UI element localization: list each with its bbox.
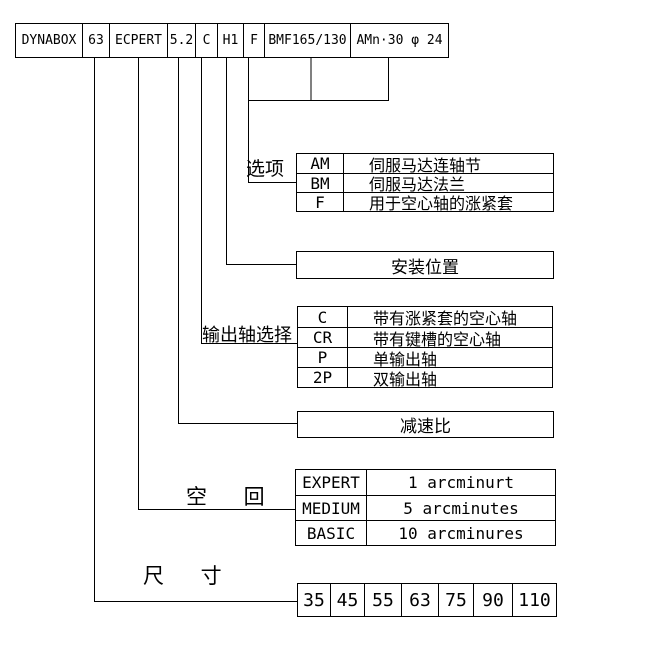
shaft-desc: 单输出轴 — [373, 349, 438, 369]
connector-backlash-horizontal — [138, 509, 295, 510]
code-part-option-bm: BMF165/130 — [264, 23, 351, 58]
backlash-table: EXPERT 1 arcminurt MEDIUM 5 arcminutes B… — [295, 469, 556, 546]
connector-options-horizontal — [248, 182, 296, 183]
size-value: 90 — [473, 583, 513, 617]
table-row: MEDIUM 5 arcminutes — [296, 495, 555, 520]
option-desc: 用于空心轴的涨紧套 — [369, 194, 514, 213]
code-part-option-f: F — [243, 23, 265, 58]
connector-size-horizontal — [94, 601, 297, 602]
code-part-shaft: C — [195, 23, 218, 58]
table-row: 2P 双输出轴 — [298, 367, 552, 389]
options-table: AM 伺服马达连轴节 BM 伺服马达法兰 F 用于空心轴的涨紧套 — [296, 153, 554, 213]
size-value: 63 — [401, 583, 439, 617]
backlash-value: 5 arcminutes — [403, 498, 519, 518]
backlash-value: 10 arcminures — [398, 523, 524, 543]
option-code: BM — [297, 174, 344, 193]
code-part-ratio: 5.2 — [167, 23, 196, 58]
shaft-code: CR — [298, 328, 348, 347]
connector-mounting-horizontal — [226, 264, 296, 265]
code-part-brand: DYNABOX — [15, 23, 83, 58]
mounting-position-box: 安装位置 — [296, 251, 554, 279]
shaft-code: P — [298, 348, 348, 367]
table-row: BM 伺服马达法兰 — [297, 173, 553, 194]
size-value: 35 — [297, 583, 331, 617]
backlash-value: 1 arcminurt — [408, 473, 514, 492]
code-part-backlash: ECPERT — [109, 23, 168, 58]
option-desc: 伺服马达连轴节 — [369, 155, 482, 175]
table-row: P 单输出轴 — [298, 347, 552, 369]
backlash-grade: MEDIUM — [296, 496, 367, 520]
connector-option-am-vertical — [388, 58, 389, 100]
connector-options-bracket — [248, 100, 389, 101]
code-part-mounting: H1 — [217, 23, 244, 58]
shaft-code: C — [298, 307, 348, 327]
size-value: 75 — [438, 583, 474, 617]
output-shaft-label: 输出轴选择 — [202, 325, 292, 346]
backlash-grade: EXPERT — [296, 470, 367, 495]
output-shaft-table: C 带有涨紧套的空心轴 CR 带有键槽的空心轴 P 单输出轴 2P 双输出轴 — [297, 306, 553, 389]
reduction-ratio-box: 减速比 — [297, 411, 554, 438]
table-row: F 用于空心轴的涨紧套 — [297, 192, 553, 213]
size-table: 35 45 55 63 75 90 110 — [297, 583, 557, 617]
connector-backlash-vertical — [138, 58, 139, 510]
ordering-code-bar: DYNABOX 63 ECPERT 5.2 C H1 F BMF165/130 … — [15, 23, 449, 58]
shaft-desc: 带有涨紧套的空心轴 — [373, 309, 518, 328]
backlash-label: 空 回 — [186, 485, 277, 509]
shaft-code: 2P — [298, 368, 348, 387]
connector-option-f-vertical — [248, 58, 249, 182]
option-desc: 伺服马达法兰 — [369, 175, 466, 194]
connector-output-horizontal — [201, 343, 297, 344]
option-code: F — [297, 193, 344, 212]
connector-size-vertical — [94, 58, 95, 601]
table-row: EXPERT 1 arcminurt — [296, 470, 555, 495]
shaft-desc: 双输出轴 — [373, 369, 438, 389]
shaft-desc: 带有键槽的空心轴 — [373, 329, 502, 349]
code-part-option-am: AMn·30 φ 24 — [350, 23, 449, 58]
table-row: AM 伺服马达连轴节 — [297, 154, 553, 175]
connector-option-bm-vertical — [310, 58, 312, 100]
connector-output-vertical — [201, 58, 202, 343]
table-row: CR 带有键槽的空心轴 — [298, 327, 552, 349]
connector-mounting-vertical — [226, 58, 227, 264]
size-value: 110 — [512, 583, 557, 617]
size-value: 55 — [364, 583, 402, 617]
size-label: 尺 寸 — [143, 564, 234, 588]
options-label: 选项 — [246, 158, 285, 180]
connector-ratio-horizontal — [178, 423, 297, 424]
backlash-grade: BASIC — [296, 521, 367, 545]
table-row: C 带有涨紧套的空心轴 — [298, 307, 552, 328]
connector-ratio-vertical — [178, 58, 179, 423]
size-value: 45 — [330, 583, 365, 617]
code-part-size: 63 — [82, 23, 110, 58]
table-row: BASIC 10 arcminures — [296, 520, 555, 545]
option-code: AM — [297, 154, 344, 173]
